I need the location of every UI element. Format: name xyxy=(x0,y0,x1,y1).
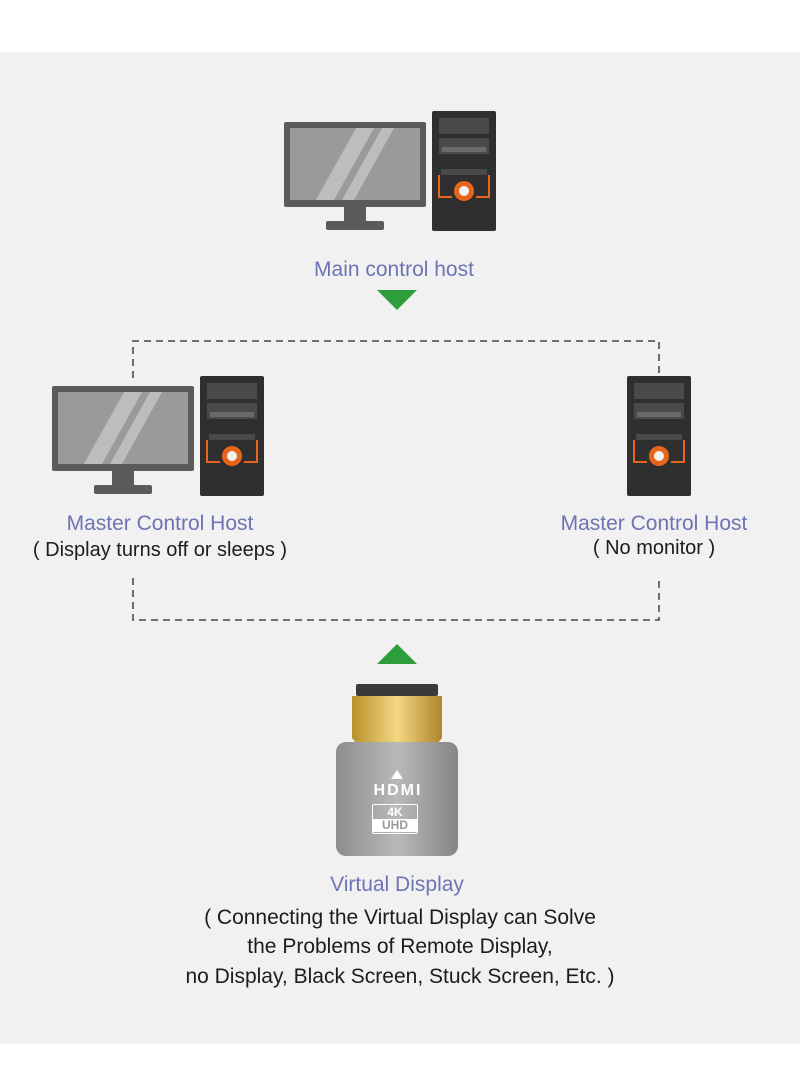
left-monitor-icon xyxy=(52,386,194,494)
left-tower-icon xyxy=(200,376,264,496)
diagram-background xyxy=(0,52,800,1044)
badge-uhd-text: UHD xyxy=(373,819,417,832)
right-host-note: ( No monitor ) xyxy=(592,537,716,559)
up-arrow-icon xyxy=(377,644,417,664)
right-host-label: Master Control Host xyxy=(560,512,748,535)
virtual-display-label: Virtual Display xyxy=(330,873,464,896)
description-line-1: ( Connecting the Virtual Display can Sol… xyxy=(204,906,596,929)
left-host-label: Master Control Host xyxy=(66,512,254,535)
main-tower-icon xyxy=(432,111,496,231)
hdmi-brand-text: HDMI xyxy=(373,782,423,799)
left-host-note: ( Display turns off or sleeps ) xyxy=(32,539,288,561)
hdmi-logo-triangle-icon xyxy=(391,770,403,779)
description-line-2: the Problems of Remote Display, xyxy=(247,935,553,958)
main-host-label: Main control host xyxy=(314,258,474,281)
badge-4k-text: 4K xyxy=(387,805,403,819)
description-line-3: no Display, Black Screen, Stuck Screen, … xyxy=(185,965,615,988)
hdmi-adapter-icon xyxy=(336,684,458,856)
uhd-badge: 4K UHD xyxy=(372,804,418,834)
right-tower-icon xyxy=(627,376,691,496)
main-monitor-icon xyxy=(284,122,426,230)
down-arrow-icon xyxy=(377,290,417,310)
